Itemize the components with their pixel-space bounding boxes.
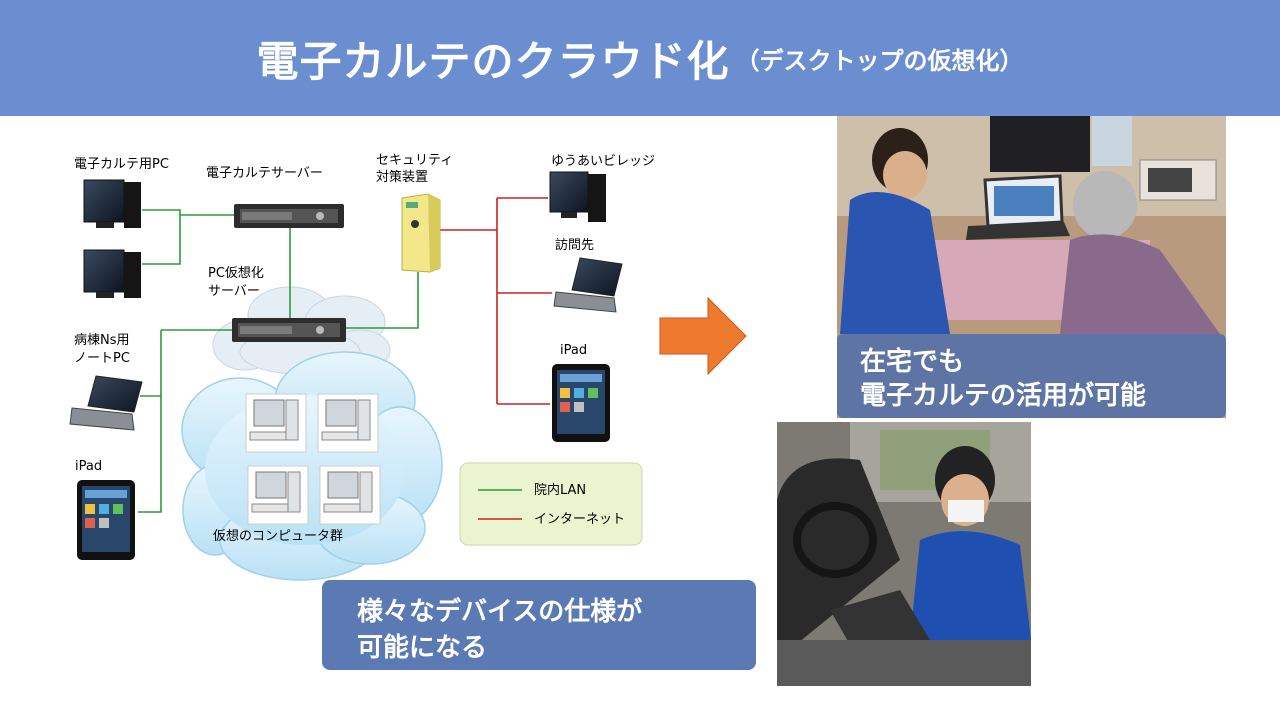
title-bar	[0, 0, 1280, 116]
car-photo	[777, 422, 1031, 686]
label-emr-pc: 電子カルテ用PC	[74, 157, 169, 172]
label-ward-2: ノートPC	[74, 351, 130, 366]
label-pc-virt-1: PC仮想化	[208, 266, 264, 281]
devices-caption-line2: 可能になる	[357, 633, 488, 663]
home-caption-box	[837, 334, 1226, 418]
virtual-pc-2	[317, 393, 379, 453]
visit-laptop	[553, 257, 623, 313]
virtual-cloud	[181, 351, 443, 581]
right-arrow	[659, 296, 747, 376]
page-title: 電子カルテのクラウド化 （デスクトップの仮想化）	[0, 0, 1280, 116]
page-title-main: 電子カルテのクラウド化	[256, 36, 730, 86]
ipad-left	[77, 480, 135, 560]
label-ipad-right: iPad	[560, 343, 588, 358]
emr-desktop-pc-2	[83, 249, 141, 298]
label-security-2: 対策装置	[376, 170, 429, 185]
label-virtual-group: 仮想のコンピュータ群	[213, 529, 344, 544]
legend-lan-label: 院内LAN	[534, 483, 587, 498]
devices-caption-box	[322, 580, 756, 670]
label-ipad-left: iPad	[75, 459, 103, 474]
label-security-1: セキュリティ	[376, 153, 454, 168]
yuuai-desktop-pc	[549, 171, 606, 222]
legend	[459, 462, 643, 546]
security-appliance	[401, 193, 441, 273]
label-ward-1: 病棟Ns用	[74, 333, 130, 348]
internet-lines	[440, 197, 552, 405]
virtual-pc-3	[247, 465, 309, 525]
page-title-sub: （デスクトップの仮想化）	[735, 46, 1024, 75]
emr-server	[234, 204, 344, 228]
ipad-right	[552, 364, 610, 442]
home-caption-line2: 電子カルテの活用が可能	[860, 381, 1147, 411]
ward-laptop	[69, 375, 143, 431]
label-visit: 訪問先	[555, 238, 595, 253]
virtual-pc-1	[245, 393, 307, 453]
emr-desktop-pc-1	[83, 179, 141, 228]
label-emr-server: 電子カルテサーバー	[206, 166, 323, 181]
devices-caption-line1: 様々なデバイスの仕様が	[357, 597, 643, 627]
legend-internet-label: インターネット	[534, 512, 626, 527]
virtual-pc-4	[319, 465, 381, 525]
label-pc-virt-2: サーバー	[208, 284, 260, 299]
home-caption-line1: 在宅でも	[860, 347, 965, 377]
pc-virtualization-server	[232, 318, 346, 342]
lan-lines	[138, 209, 419, 513]
label-yuuai: ゆうあいビレッジ	[551, 154, 656, 169]
